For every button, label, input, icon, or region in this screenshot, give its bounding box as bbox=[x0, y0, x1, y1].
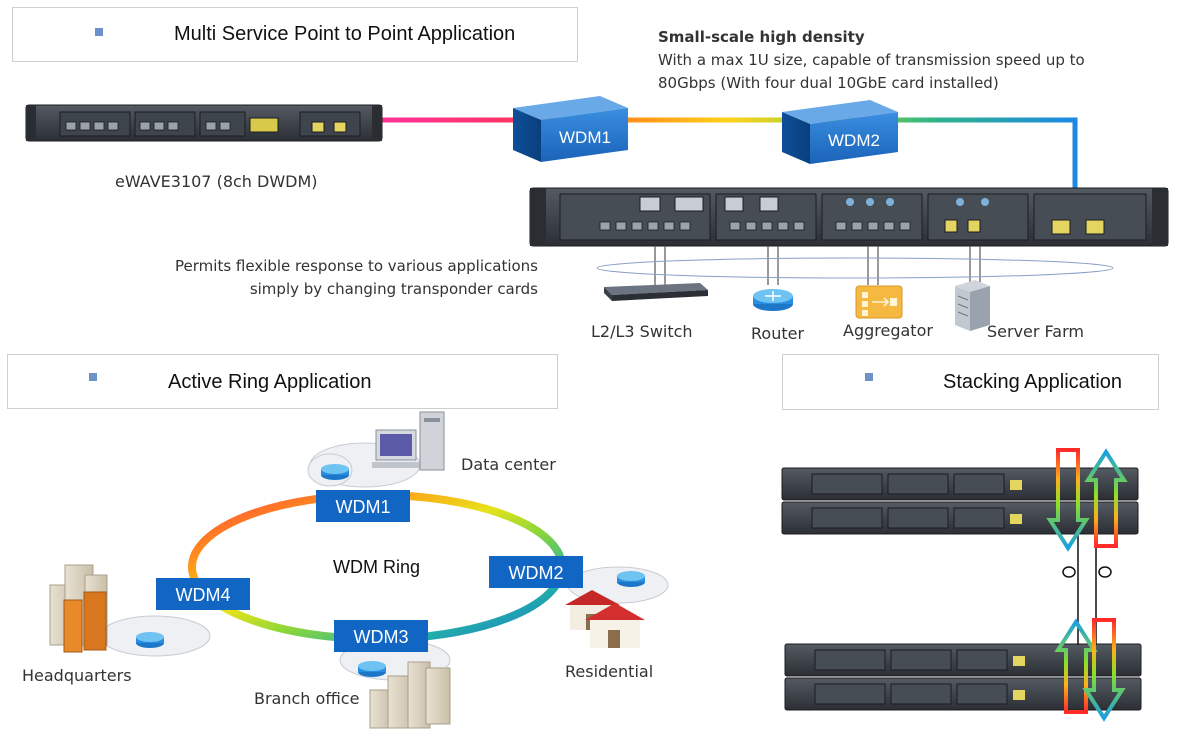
site-label-datacenter: Data center bbox=[461, 455, 556, 474]
flex-line1: Permits flexible response to various app… bbox=[175, 257, 538, 275]
router-icon-branch bbox=[358, 661, 386, 677]
stack-arrow-down-icon-2 bbox=[1082, 618, 1126, 722]
router-icon bbox=[753, 289, 793, 311]
ring-node-wdm2: WDM2 bbox=[489, 556, 583, 588]
ring-node-wdm3-label: WDM3 bbox=[354, 627, 409, 647]
stack-chassis-1 bbox=[781, 467, 1139, 501]
flex-note: Permits flexible response to various app… bbox=[150, 255, 538, 301]
wdm2-box-label: WDM2 bbox=[828, 131, 880, 150]
client-label-router: Router bbox=[751, 324, 805, 343]
stacking-title-box: Stacking Application bbox=[782, 354, 1159, 410]
ring-node-wdm1: WDM1 bbox=[316, 490, 410, 522]
ewave-chassis-small bbox=[25, 104, 383, 142]
wdm1-box-top bbox=[513, 96, 628, 162]
stack-chassis-4 bbox=[784, 677, 1142, 711]
wdm2-box-top bbox=[782, 100, 898, 164]
router-icon-datacenter bbox=[321, 464, 349, 480]
ring-node-wdm4: WDM4 bbox=[156, 578, 250, 610]
client-label-server: Server Farm bbox=[987, 322, 1084, 341]
switch-icon bbox=[604, 283, 708, 301]
fiber-link bbox=[380, 117, 1078, 192]
client-links bbox=[596, 246, 1114, 285]
device-label: eWAVE3107 (8ch DWDM) bbox=[115, 172, 318, 191]
stack-arrow-down-icon bbox=[1046, 448, 1090, 552]
wdm1-box-label: WDM1 bbox=[559, 128, 611, 147]
ring-node-wdm2-label: WDM2 bbox=[509, 563, 564, 583]
ring-node-wdm4-label: WDM4 bbox=[176, 585, 231, 605]
client-label-aggregator: Aggregator bbox=[843, 321, 933, 340]
site-label-branch: Branch office bbox=[254, 689, 360, 708]
house-icon bbox=[565, 590, 645, 648]
stack-chassis-2 bbox=[781, 501, 1139, 535]
ring-title: Active Ring Application bbox=[168, 371, 372, 393]
highlight-line1: With a max 1U size, capable of transmiss… bbox=[658, 51, 1085, 69]
stack-arrow-up-icon bbox=[1084, 448, 1128, 548]
server-icon bbox=[955, 280, 990, 331]
highlight-note: Small-scale high density With a max 1U s… bbox=[658, 26, 1085, 95]
site-label-residential: Residential bbox=[565, 662, 654, 681]
flex-line2: simply by changing transponder cards bbox=[249, 280, 538, 298]
stack-chassis-3 bbox=[784, 643, 1142, 677]
ring-node-wdm1-label: WDM1 bbox=[336, 497, 391, 517]
router-icon-hq bbox=[136, 632, 164, 648]
ring-title-box: Active Ring Application bbox=[7, 354, 558, 409]
client-label-switch: L2/L3 Switch bbox=[591, 322, 693, 341]
ewave-chassis-large bbox=[529, 187, 1169, 247]
stack-arrow-up-icon-2 bbox=[1054, 618, 1098, 714]
ring-node-wdm3: WDM3 bbox=[334, 620, 428, 652]
router-icon-residential bbox=[617, 571, 645, 587]
bullet-icon bbox=[865, 373, 873, 381]
bullet-icon bbox=[95, 28, 103, 36]
p2p-title-box: Multi Service Point to Point Application bbox=[12, 7, 578, 62]
bullet-icon bbox=[89, 373, 97, 381]
stacking-title: Stacking Application bbox=[943, 371, 1123, 393]
computer-icon bbox=[372, 411, 445, 471]
headquarters-building-icon bbox=[49, 564, 108, 653]
p2p-title: Multi Service Point to Point Application bbox=[174, 23, 516, 45]
highlight-title: Small-scale high density bbox=[658, 28, 865, 46]
highlight-line2: 80Gbps (With four dual 10GbE card instal… bbox=[658, 74, 999, 92]
ring-center-label: WDM Ring bbox=[333, 557, 421, 577]
office-building-icon bbox=[369, 661, 451, 729]
site-label-hq: Headquarters bbox=[22, 666, 132, 685]
aggregator-icon bbox=[855, 285, 903, 319]
